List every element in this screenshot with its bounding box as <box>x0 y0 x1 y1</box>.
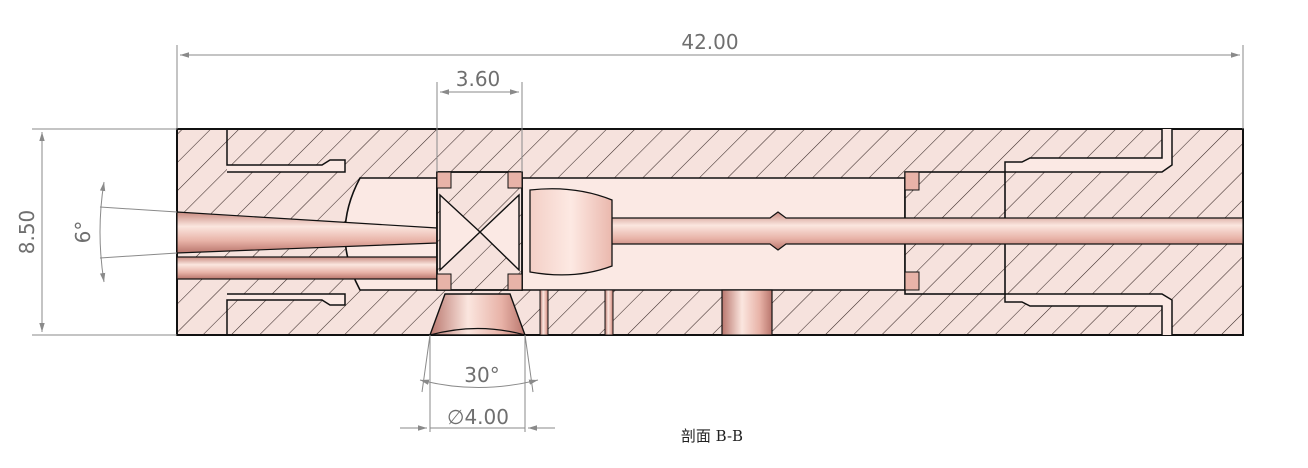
dim-overall-length: 42.00 <box>176 30 1244 129</box>
dim-center-width-label: 3.60 <box>456 67 501 91</box>
dim-overall-height: 8.50 <box>15 128 177 336</box>
dim-cone-angle-label: 30° <box>464 363 499 387</box>
right-bore <box>529 188 1244 276</box>
tapered-bore <box>176 211 438 280</box>
section-caption: 剖面 B-B <box>681 427 743 445</box>
dim-overall-height-label: 8.50 <box>15 210 39 255</box>
dim-bore-diameter-label: ∅4.00 <box>447 405 509 429</box>
bottom-cone <box>428 293 527 336</box>
dim-overall-length-label: 42.00 <box>681 30 738 54</box>
dim-taper-angle: 6° <box>71 181 178 283</box>
vertical-bore <box>539 289 773 336</box>
center-cross-block <box>436 171 523 291</box>
dim-taper-angle-label: 6° <box>71 221 95 244</box>
dim-cone-angle: 30° <box>419 334 539 393</box>
dim-center-width: 3.60 <box>436 67 523 172</box>
dim-bore-diameter: ∅4.00 <box>400 335 555 432</box>
